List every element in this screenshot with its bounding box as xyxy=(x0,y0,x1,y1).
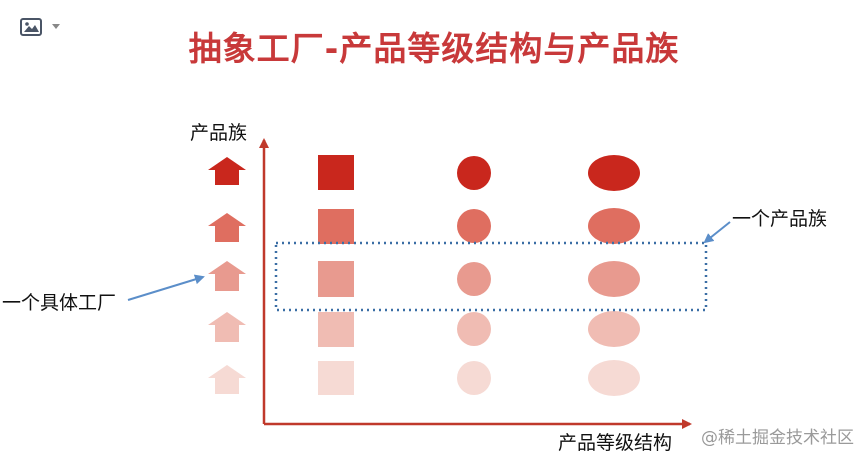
ellipse-product-row5 xyxy=(588,360,640,396)
x-axis-label: 产品等级结构 xyxy=(558,432,673,454)
ellipse-product-row4 xyxy=(588,311,640,347)
caret-down-icon xyxy=(52,24,60,29)
ellipse-product-row1 xyxy=(588,155,640,191)
family-callout-arrow xyxy=(703,221,731,244)
circle-product-row2 xyxy=(457,209,491,243)
square-product-row1 xyxy=(318,155,354,190)
insert-image-button[interactable] xyxy=(20,14,70,40)
factory-house-icon-row3 xyxy=(208,261,246,291)
square-product-row3 xyxy=(318,261,354,297)
ellipse-product-row2 xyxy=(588,208,640,244)
y-axis-label: 产品族 xyxy=(190,122,248,144)
image-icon xyxy=(20,18,42,36)
square-product-row2 xyxy=(318,209,354,244)
circle-product-row5 xyxy=(457,361,491,395)
circle-product-row3 xyxy=(457,262,491,296)
square-product-row5 xyxy=(318,361,354,395)
circle-product-row1 xyxy=(457,156,491,190)
circle-product-row4 xyxy=(457,312,491,346)
slide-title: 抽象工厂-产品等级结构与产品族 xyxy=(188,29,680,68)
concrete-factory-callout-label: 一个具体工厂 xyxy=(2,292,117,314)
ellipse-product-row3 xyxy=(588,261,640,297)
product-family-callout-label: 一个产品族 xyxy=(732,208,828,230)
factory-house-icon-row5 xyxy=(208,365,246,394)
factory-callout-arrow xyxy=(127,274,205,301)
square-product-row4 xyxy=(318,312,354,347)
factory-house-icon-row2 xyxy=(208,213,246,242)
product-family-highlight-box xyxy=(274,241,708,312)
factory-house-icon-row1 xyxy=(208,157,246,185)
watermark: @稀土掘金技术社区 xyxy=(701,428,854,448)
factory-house-icon-row4 xyxy=(208,312,246,342)
